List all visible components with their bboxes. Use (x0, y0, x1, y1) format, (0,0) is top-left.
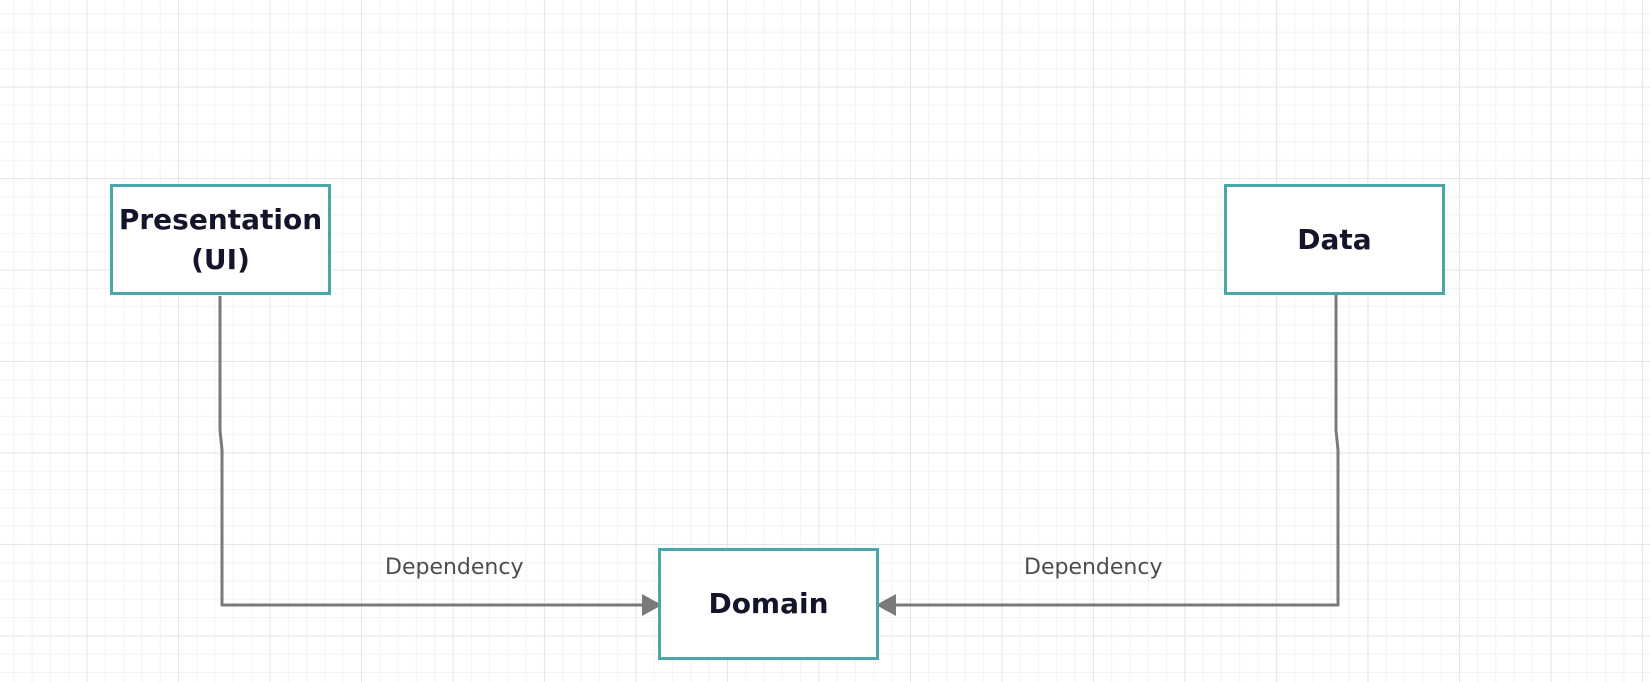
edge-label-presentation-domain: Dependency (385, 555, 524, 580)
arrowhead-presentation-to-domain (642, 594, 662, 616)
node-presentation-label: Presentation (UI) (118, 202, 323, 276)
node-domain-label: Domain (708, 587, 829, 620)
node-presentation[interactable]: Presentation (UI) (110, 184, 331, 295)
arrowhead-data-to-domain (876, 594, 896, 616)
connector-data-to-domain[interactable] (888, 289, 1340, 607)
node-data[interactable]: Data (1224, 184, 1445, 295)
node-domain[interactable]: Domain (658, 548, 879, 660)
node-data-label: Data (1297, 222, 1372, 256)
connector-presentation-to-domain[interactable] (218, 296, 650, 607)
edge-label-data-domain: Dependency (1024, 555, 1163, 580)
